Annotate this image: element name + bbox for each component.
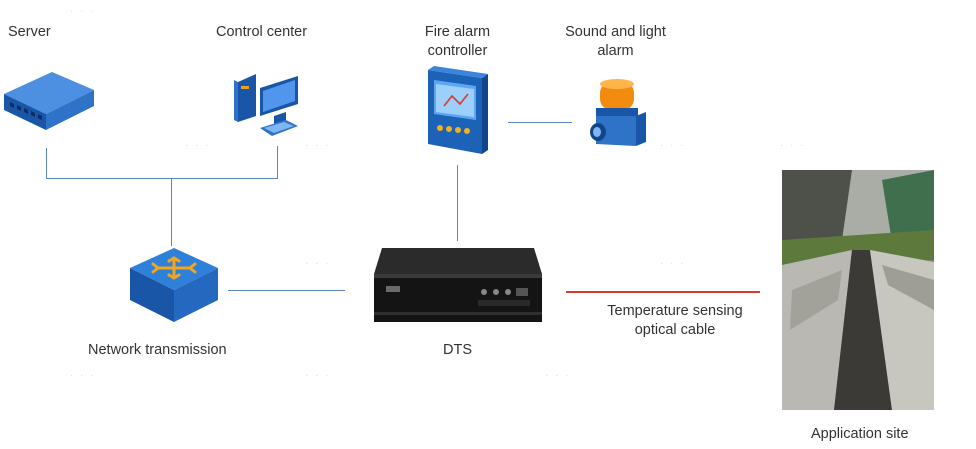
desktop-computer-icon [234, 74, 298, 136]
dts-rack-unit-icon [374, 248, 542, 322]
cable-tunnel-photo [782, 170, 934, 410]
background-dots: · · · [305, 140, 331, 151]
top-bus-line [46, 178, 278, 180]
application-site-label: Application site [811, 426, 909, 442]
network-to-dts-connector [228, 290, 345, 292]
background-dots: · · · [545, 370, 571, 381]
network-router-icon [130, 248, 218, 322]
background-dots: · · · [70, 370, 96, 381]
background-dots: · · · [305, 258, 331, 269]
background-dots: · · · [305, 370, 331, 381]
fire-alarm-to-siren-connector [508, 122, 572, 124]
dts-to-fire-alarm-connector [457, 165, 459, 241]
background-dots: · · · [780, 140, 806, 151]
strobe-siren-icon [590, 79, 646, 146]
control-center-connector [277, 146, 279, 178]
background-dots: · · · [185, 140, 211, 151]
fire-alarm-panel-icon [428, 66, 488, 154]
optical-cable-label: Temperature sensing optical cable [607, 303, 743, 338]
background-dots: · · · [70, 6, 96, 17]
background-dots: · · · [660, 258, 686, 269]
network-switch-icon [4, 72, 94, 130]
server-connector [46, 148, 48, 178]
network-transmission-label: Network transmission [88, 342, 227, 358]
temperature-sensing-fiber-line [566, 291, 760, 293]
background-dots: · · · [660, 140, 686, 151]
bus-to-network-connector [171, 178, 173, 246]
server-label: Server [8, 24, 51, 40]
dts-label: DTS [443, 342, 472, 358]
sound-light-alarm-label: Sound and light alarm [565, 24, 666, 59]
fire-alarm-label: Fire alarm controller [424, 24, 491, 59]
control-center-label: Control center [216, 24, 308, 40]
